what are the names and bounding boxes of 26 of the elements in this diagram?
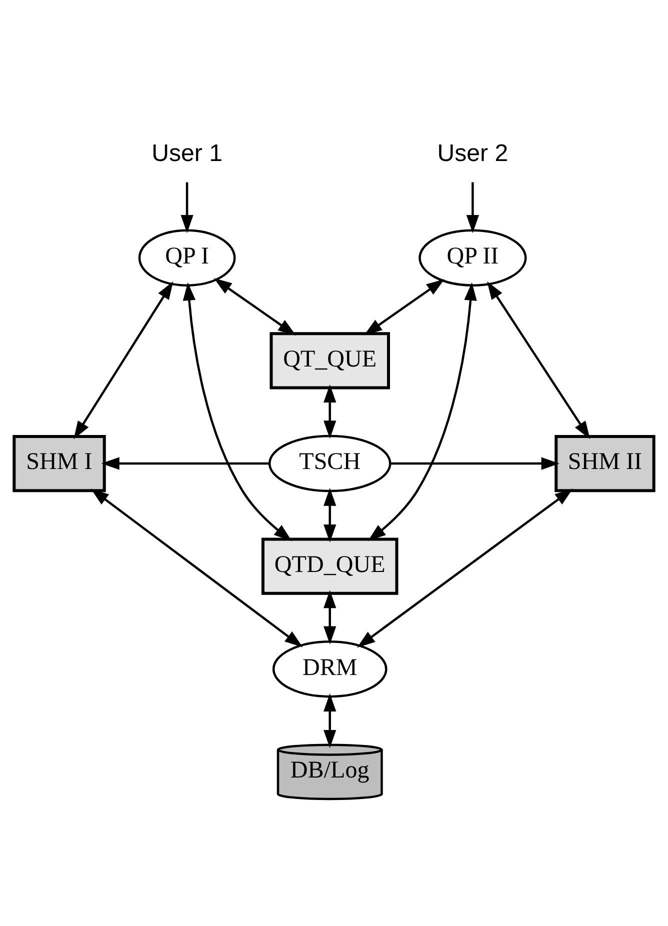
node-text: User 2 xyxy=(437,139,508,166)
node-box: QT_QUE xyxy=(270,332,390,389)
arrow xyxy=(357,488,573,648)
arrow xyxy=(324,384,336,438)
arrow xyxy=(364,278,444,335)
node-ellipse: QP I xyxy=(138,228,236,286)
node-box: SHM I xyxy=(12,434,106,492)
arrow xyxy=(90,488,303,647)
node-ellipse: TSCH xyxy=(268,434,392,492)
arrow xyxy=(487,280,590,439)
arrow xyxy=(214,278,296,336)
arrow xyxy=(390,456,560,470)
node-ellipse: DRM xyxy=(272,640,388,698)
arrow xyxy=(324,692,336,748)
node-box: QTD_QUE xyxy=(261,537,398,594)
arrow xyxy=(324,590,336,644)
arrow xyxy=(324,487,336,542)
node-ellipse: QP II xyxy=(418,228,527,286)
arrow xyxy=(368,282,477,541)
arrow xyxy=(466,182,479,233)
node-box: SHM II xyxy=(554,434,656,492)
arrow xyxy=(180,182,194,233)
node-text: User 1 xyxy=(152,139,222,166)
arrow xyxy=(74,280,174,439)
arrow xyxy=(101,456,270,470)
arrow xyxy=(182,282,292,541)
